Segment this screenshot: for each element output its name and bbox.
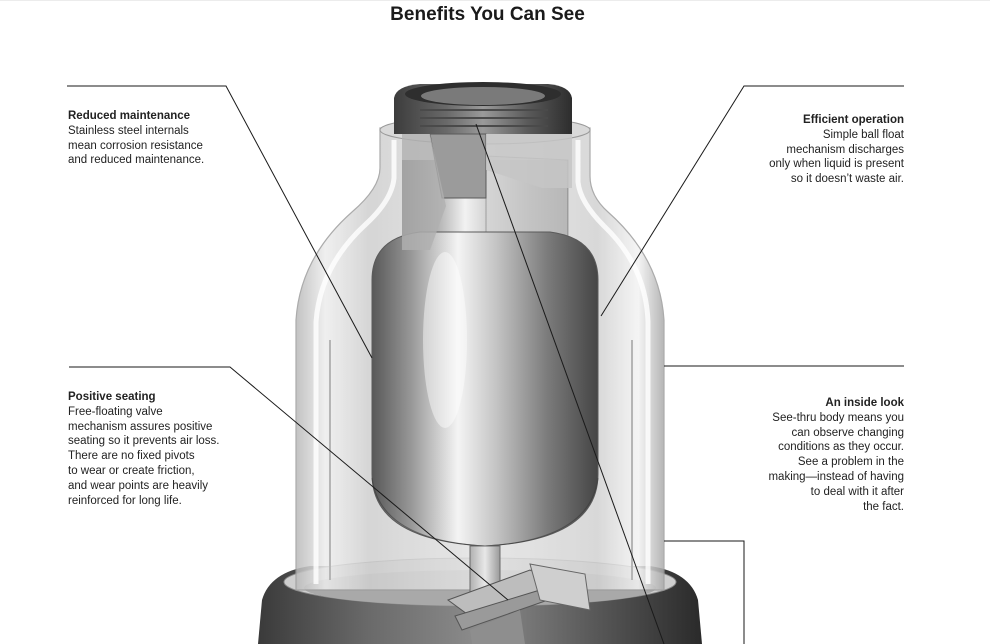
callout-line: Simple ball float [822,128,904,141]
callout-line: making—instead of having [768,470,904,483]
callout-heading: Reduced maintenance [68,110,191,122]
callout-line: to deal with it after [810,485,904,498]
callout-positive-seating: Positive seating Free-floating valve mec… [68,390,220,508]
leader-center-rod [475,123,665,644]
callout-reduced-maintenance: Reduced maintenance Stainless steel inte… [68,109,204,168]
callout-line: See-thru body means you [772,411,904,424]
callout-line: can observe changing [791,426,904,439]
callout-line: mean corrosion resistance [68,139,203,152]
callout-efficient-operation: Efficient operation Simple ball float me… [769,113,904,187]
callout-line: so it doesn’t waste air. [790,173,904,186]
callout-line: and reduced maintenance. [68,154,205,167]
leader-lines [67,85,904,644]
callout-line: seating so it prevents air loss. [68,435,220,448]
callout-heading: Efficient operation [803,114,904,126]
callout-line: Stainless steel internals [68,124,189,137]
callout-heading: An inside look [825,397,904,409]
callout-line: and wear points are heavily [68,479,208,492]
callout-line: mechanism assures positive [68,420,213,433]
callout-line: There are no fixed pivots [68,450,195,463]
leader-reduced-maintenance [67,85,373,359]
callout-inside-look: An inside look See-thru body means you c… [768,396,904,514]
callout-line: to wear or create friction, [68,464,195,477]
top-divider [0,0,990,1]
leader-bottom-right [664,540,745,644]
callout-line: only when liquid is present [769,158,904,171]
leader-efficient-operation [600,85,904,317]
callout-line: the fact. [863,500,904,513]
callout-line: reinforced for long life. [68,494,182,507]
callout-line: mechanism discharges [786,143,904,156]
float-ball [371,231,599,547]
page-title: Benefits You Can See [390,4,585,25]
callout-heading: Positive seating [68,391,156,403]
callout-line: See a problem in the [797,456,904,469]
callout-line: Free-floating valve [68,405,163,418]
threaded-cap [394,82,572,250]
leader-positive-seating [69,366,509,601]
callout-line: conditions as they occur. [778,441,904,454]
